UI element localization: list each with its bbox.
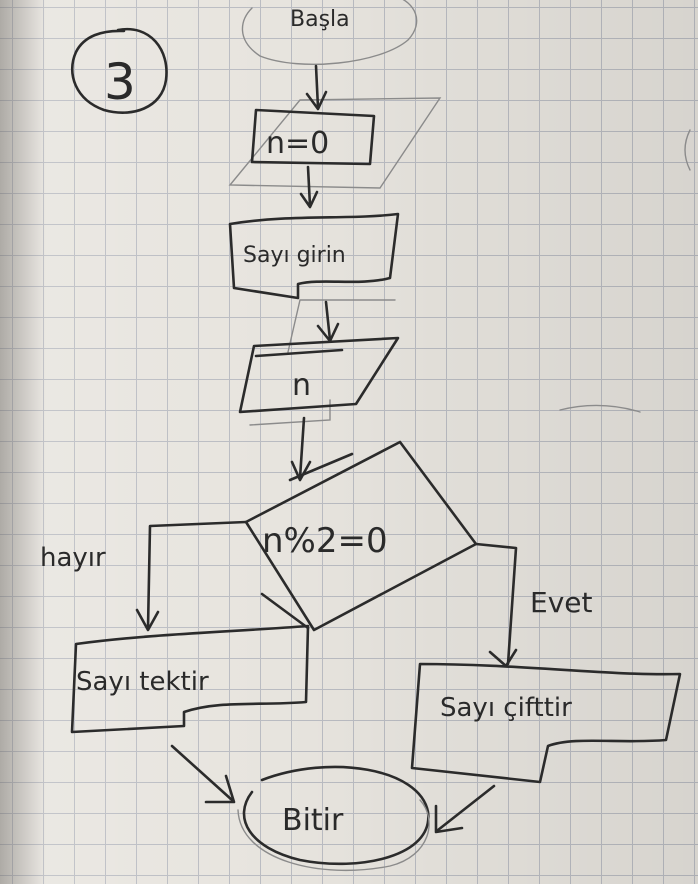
end-terminal: Bitir [237, 765, 430, 872]
bleed-through-marks [228, 97, 691, 426]
start-label: Başla [290, 7, 350, 32]
no-branch-connector: hayır [40, 520, 248, 632]
decision-diamond: n%2=0 [244, 440, 478, 632]
arrow-even-end [434, 784, 496, 834]
even-result-label: Sayı çifttir [440, 693, 572, 723]
start-terminal: Başla [241, 0, 418, 65]
odd-result-label: Sayı tektir [76, 667, 209, 697]
yes-branch-label: Evet [530, 586, 592, 619]
yes-branch-connector: Evet [474, 542, 592, 668]
prompt-display-shape: Sayı girin [228, 212, 400, 300]
page-shadow [0, 0, 46, 884]
init-process-box: n=0 [250, 108, 376, 166]
arrow-odd-end [170, 744, 236, 804]
end-label: Bitir [282, 803, 344, 838]
no-branch-label: hayır [40, 543, 106, 573]
arrow-input-decision [290, 416, 312, 482]
prompt-label: Sayı girin [243, 243, 346, 268]
decision-label: n%2=0 [262, 521, 388, 561]
arrow-prompt-input [316, 300, 340, 343]
input-label: n [292, 368, 311, 403]
odd-result-shape: Sayı tektir [70, 592, 310, 734]
input-parallelogram: n [238, 336, 400, 414]
even-result-shape: Sayı çifttir [410, 662, 682, 784]
page-number-badge: 3 [71, 27, 168, 114]
page-number-text: 3 [104, 53, 136, 111]
arrow-init-prompt [299, 165, 319, 209]
arrow-start-init [305, 64, 328, 111]
init-label: n=0 [266, 126, 329, 161]
